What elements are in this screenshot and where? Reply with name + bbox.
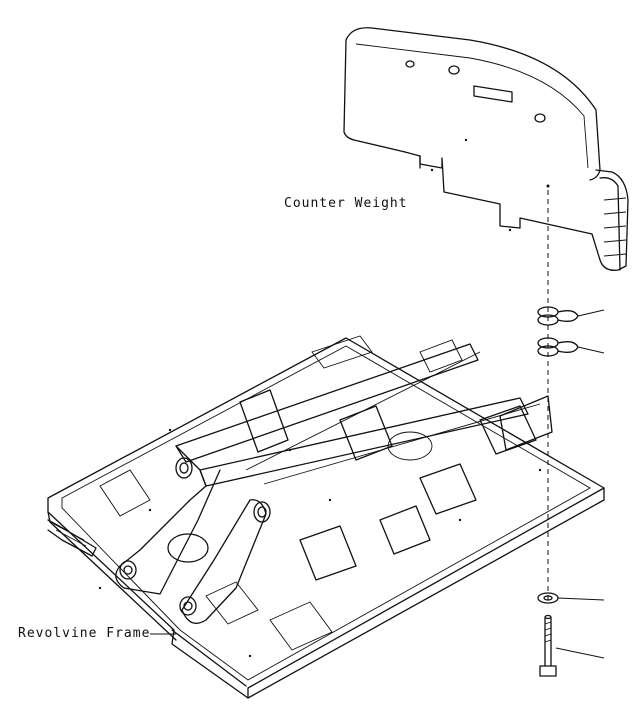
washer: [537, 592, 605, 604]
counter-weight-label: Counter Weight: [284, 196, 408, 211]
bolt: [539, 614, 605, 677]
revolving-frame-label: Revolvine Frame: [18, 626, 151, 641]
shim-lower: [537, 337, 605, 357]
counter-weight-part: [343, 27, 629, 271]
revolving-frame-part: [47, 335, 605, 699]
shim-upper: [537, 306, 605, 326]
